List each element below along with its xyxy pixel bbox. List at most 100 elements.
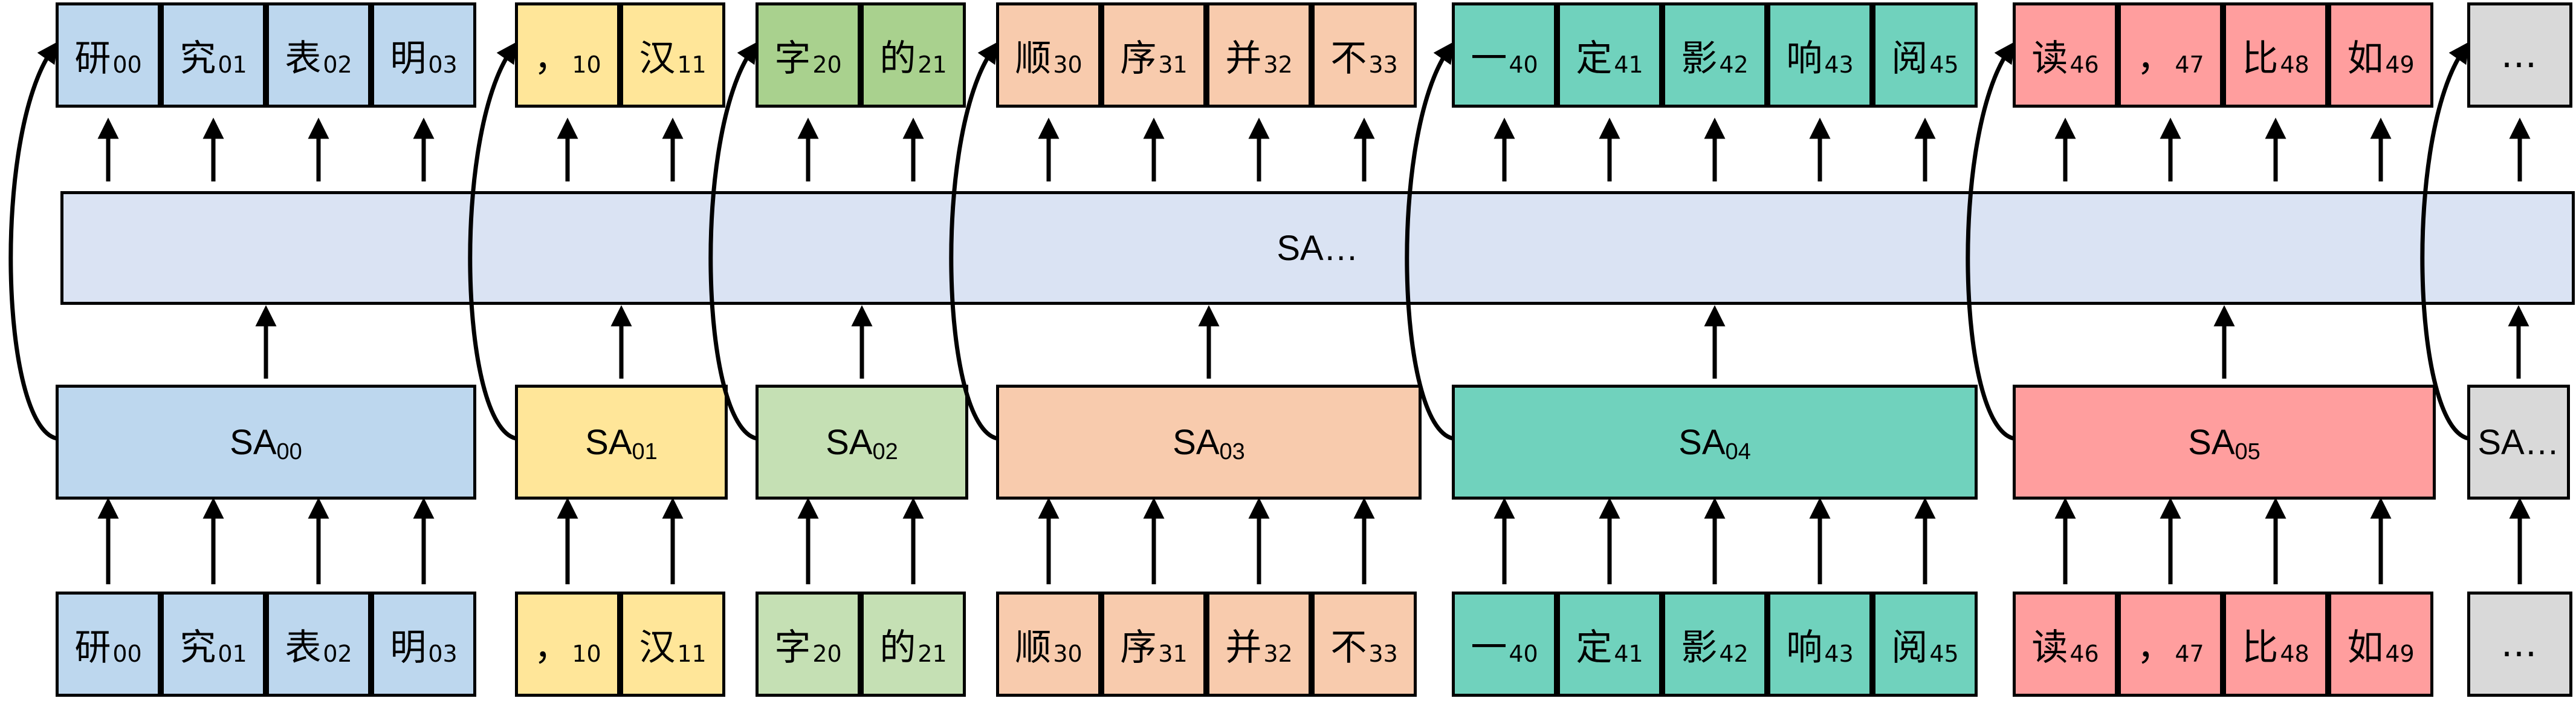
token-index: 42	[1719, 641, 1749, 667]
global-sa-band: SA…	[60, 191, 2575, 305]
token-index: 48	[2280, 51, 2309, 78]
token-index: 49	[2385, 641, 2415, 667]
token-char: …	[2500, 623, 2537, 665]
token-char: 并	[1225, 626, 1262, 669]
token-char: 一	[1471, 37, 1507, 80]
local-sa-label: SA	[1678, 422, 1726, 462]
token-char: 序	[1120, 37, 1157, 80]
token-char: 比	[2242, 37, 2279, 80]
token-char: 顺	[1015, 37, 1052, 80]
token-char: 明	[390, 626, 427, 669]
token-char: 序	[1120, 626, 1157, 669]
token-index: 00	[112, 51, 142, 78]
token-char: 读	[2031, 37, 2068, 80]
token-char: 阅	[1891, 37, 1928, 80]
local-sa-label: SA	[1173, 422, 1220, 462]
token-index: 45	[1929, 51, 1959, 78]
token-char: 不	[1330, 626, 1367, 669]
token-index: 21	[917, 641, 947, 667]
token-char: ，	[2137, 37, 2173, 80]
token-index: 01	[218, 641, 247, 667]
token-index: 00	[112, 641, 142, 667]
token-index: 02	[323, 641, 352, 667]
loop-back-curve	[1405, 41, 1455, 441]
local-sa-label: SA	[2188, 422, 2235, 462]
token-index: 10	[572, 51, 601, 78]
token-cell-input: ，47	[2118, 592, 2223, 697]
local-sa-index: 04	[1725, 439, 1751, 465]
token-char: 的	[879, 626, 916, 669]
token-index: 41	[1614, 641, 1643, 667]
token-char: 并	[1225, 37, 1262, 80]
token-index: 21	[917, 51, 947, 78]
loop-back-curve	[1966, 41, 2016, 441]
token-index: 33	[1368, 641, 1398, 667]
token-index: 31	[1158, 51, 1188, 78]
token-index: 03	[428, 51, 458, 78]
local-sa-label: SA	[826, 422, 873, 462]
token-index: 11	[677, 641, 707, 667]
token-char: ，	[534, 626, 571, 669]
token-cell-output: ，47	[2118, 2, 2223, 108]
token-char: 表	[285, 37, 322, 80]
token-char: 响	[1786, 626, 1823, 669]
token-char: 影	[1681, 626, 1718, 669]
loop-back-curve	[949, 41, 999, 441]
token-char: 究	[180, 37, 216, 80]
local-sa-index: 02	[872, 439, 898, 465]
token-cell-input: ，10	[515, 592, 620, 697]
token-char: 响	[1786, 37, 1823, 80]
token-index: 43	[1824, 641, 1854, 667]
token-char: 研	[74, 626, 111, 669]
token-index: 42	[1719, 51, 1749, 78]
token-char: 汉	[639, 37, 676, 80]
token-index: 02	[323, 51, 352, 78]
token-index: 32	[1263, 641, 1293, 667]
token-index: 20	[812, 641, 842, 667]
token-index: 45	[1929, 641, 1959, 667]
token-char: ，	[534, 37, 571, 80]
local-sa-label: SA	[230, 422, 277, 462]
token-index: 40	[1509, 51, 1538, 78]
token-index: 30	[1053, 51, 1083, 78]
token-char: 阅	[1891, 626, 1928, 669]
token-char: 一	[1471, 626, 1507, 669]
local-sa-index: 05	[2235, 439, 2260, 465]
loop-back-curve	[8, 41, 59, 441]
token-char: ，	[2137, 626, 2173, 669]
token-cell-output: …	[2467, 2, 2572, 108]
token-char: 定	[1576, 626, 1613, 669]
token-index: 43	[1824, 51, 1854, 78]
local-sa-label: SA…	[2477, 422, 2560, 462]
token-char: …	[2500, 34, 2537, 76]
token-index: 01	[218, 51, 247, 78]
local-sa-label: SA	[585, 422, 632, 462]
loop-back-curve	[708, 41, 759, 441]
token-char: 汉	[639, 626, 676, 669]
token-index: 31	[1158, 641, 1188, 667]
token-char: 究	[180, 626, 216, 669]
